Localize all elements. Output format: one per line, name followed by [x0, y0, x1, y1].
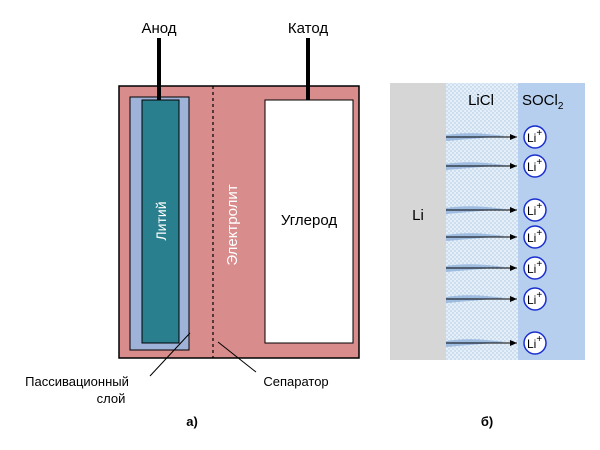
anode-label: Анод	[141, 20, 176, 37]
socl2-label: SOCl2	[522, 92, 564, 112]
ion-symbol: Li	[527, 204, 536, 218]
lithium-ion-label: Li+	[527, 128, 542, 145]
licl-layer	[446, 83, 518, 360]
li-metal-region	[390, 83, 446, 360]
ion-symbol: Li	[527, 337, 536, 351]
lithium-ion-icon	[523, 287, 547, 311]
lithium-ion-icon	[523, 125, 547, 149]
lithium-ion-icon	[523, 331, 547, 355]
lithium-ion-label: Li+	[527, 228, 542, 245]
lithium-ion-label: Li+	[527, 259, 542, 276]
ion-charge: +	[536, 157, 542, 168]
socl2-region	[518, 83, 585, 360]
lithium-ion-label: Li+	[527, 157, 542, 174]
socl2-label-main: SOCl	[522, 92, 558, 109]
passivation-label-line2: слой	[97, 391, 126, 406]
electrolyte-label: Электролит	[224, 184, 241, 265]
ion-rows: Li+Li+Li+Li+Li+Li+Li+	[446, 125, 547, 355]
ion-symbol: Li	[527, 293, 536, 307]
ion-charge: +	[536, 290, 542, 301]
panel-b: Li LiCl SOCl2 Li+Li+Li+Li+Li+Li+Li+ б)	[390, 83, 585, 429]
lithium-ion-label: Li+	[527, 334, 542, 351]
ion-charge: +	[536, 128, 542, 139]
panel-a: Анод Катод Литий Электролит Углерод Пасс…	[25, 20, 360, 429]
passivation-label-line1: Пассивационный	[25, 374, 129, 389]
ion-symbol: Li	[527, 262, 536, 276]
ion-symbol: Li	[527, 160, 536, 174]
li-metal-label: Li	[412, 207, 424, 224]
socl2-label-subscript: 2	[558, 101, 564, 112]
licl-label: LiCl	[468, 92, 494, 109]
ion-charge: +	[536, 334, 542, 345]
lithium-ion-icon	[523, 256, 547, 280]
ion-charge: +	[536, 259, 542, 270]
cathode-label: Катод	[288, 20, 328, 37]
lithium-label: Литий	[153, 201, 169, 240]
ion-charge: +	[536, 201, 542, 212]
ion-symbol: Li	[527, 231, 536, 245]
panel-b-caption: б)	[481, 414, 493, 429]
lithium-ion-icon	[523, 198, 547, 222]
carbon-label: Углерод	[281, 212, 337, 229]
lithium-ion-label: Li+	[527, 290, 542, 307]
separator-leader	[217, 341, 257, 373]
lithium-ion-label: Li+	[527, 201, 542, 218]
passivation-leader	[149, 332, 191, 377]
separator-label: Сепаратор	[263, 374, 328, 389]
carbon-cathode	[264, 99, 354, 344]
ion-charge: +	[536, 228, 542, 239]
lithium-ion-icon	[523, 154, 547, 178]
lithium-ion-icon	[523, 225, 547, 249]
ion-symbol: Li	[527, 131, 536, 145]
panel-a-caption: а)	[186, 414, 198, 429]
